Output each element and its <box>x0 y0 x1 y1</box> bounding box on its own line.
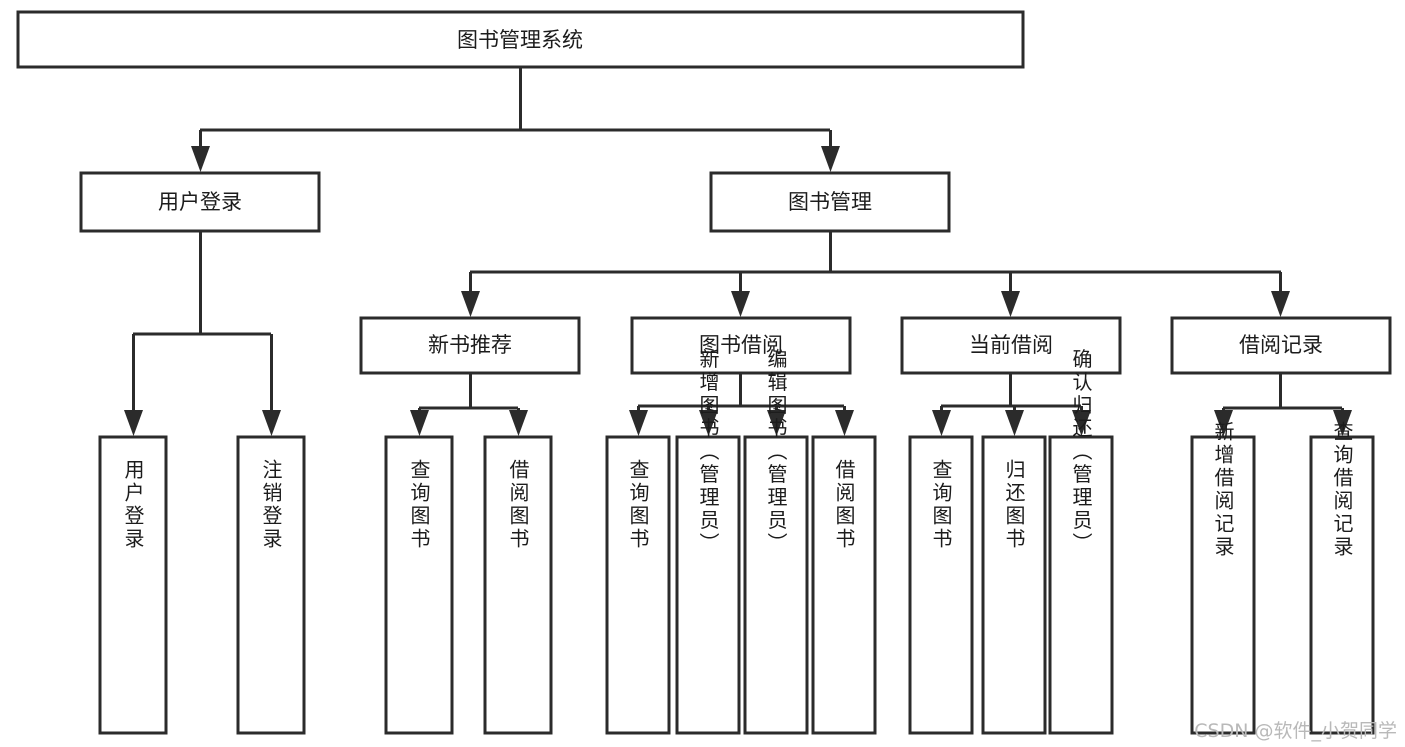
leaf-cb-confirm-return-admin[interactable]: 确认归还（管理员） <box>1048 348 1114 735</box>
node-user-login-box[interactable] <box>79 171 321 233</box>
leaf-bk-edit-book-admin-box[interactable] <box>743 435 809 735</box>
leaf-bk-borrow-book[interactable]: 借阅图书 <box>811 435 877 735</box>
leaf-cb-return-book[interactable]: 归还图书 <box>981 435 1047 735</box>
leaf-bk-add-book-admin-label: 新增图书（管理员） <box>696 348 720 555</box>
node-current-borrow-label: 当前借阅 <box>969 333 1053 357</box>
leaf-rec-add-record-box[interactable] <box>1190 435 1256 735</box>
arrowhead-cb-query <box>932 410 951 436</box>
leaf-nb-borrow-book-box[interactable] <box>483 435 553 735</box>
leaf-bk-query-book-box[interactable] <box>605 435 671 735</box>
node-new-book-recommend-box[interactable] <box>359 316 581 375</box>
leaf-bk-query-book-label: 查询图书 <box>626 459 650 551</box>
arrowhead-borrow <box>731 291 750 317</box>
node-current-borrow-box[interactable] <box>900 316 1122 375</box>
arrowhead-leaf-user-login <box>124 410 143 436</box>
leaf-bk-borrow-book-label: 借阅图书 <box>832 459 856 551</box>
node-book-management[interactable]: 图书管理 <box>709 171 951 233</box>
arrowhead-user-login <box>191 146 210 172</box>
leaf-nb-query-book[interactable]: 查询图书 <box>384 435 454 735</box>
arrowhead-bk-add <box>699 410 718 436</box>
node-new-book-recommend[interactable]: 新书推荐 <box>359 316 581 375</box>
leaf-cb-query-book-box[interactable] <box>908 435 974 735</box>
connector-layer <box>124 67 1352 436</box>
leaf-bk-edit-book-admin[interactable]: 编辑图书（管理员） <box>743 348 809 735</box>
node-current-borrow[interactable]: 当前借阅 <box>900 316 1122 375</box>
leaf-rec-query-record[interactable]: 查询借阅记录 <box>1309 421 1375 735</box>
leaf-nb-borrow-book-label: 借阅图书 <box>506 459 530 551</box>
node-root-label: 图书管理系统 <box>457 28 583 52</box>
node-root[interactable]: 图书管理系统 <box>16 10 1025 69</box>
arrowhead-book-mgmt <box>821 146 840 172</box>
arrowhead-rec-query <box>1333 410 1352 436</box>
arrowhead-new-book <box>461 291 480 317</box>
leaf-rec-query-record-label: 查询借阅记录 <box>1330 421 1354 559</box>
leaf-cb-query-book-label: 查询图书 <box>929 459 953 551</box>
node-user-login-label: 用户登录 <box>158 190 242 214</box>
leaf-logout-label: 注销登录 <box>259 459 283 551</box>
node-book-management-label: 图书管理 <box>788 190 872 214</box>
leaf-user-login-label: 用户登录 <box>121 459 145 551</box>
arrowhead-bk-edit <box>767 410 786 436</box>
arrowhead-nb-borrow <box>509 410 528 436</box>
leaf-cb-query-book[interactable]: 查询图书 <box>908 435 974 735</box>
arrowhead-cb-confirm <box>1072 410 1091 436</box>
arrowhead-bk-query <box>629 410 648 436</box>
leaf-bk-query-book[interactable]: 查询图书 <box>605 435 671 735</box>
node-user-login[interactable]: 用户登录 <box>79 171 321 233</box>
leaf-cb-confirm-return-admin-box[interactable] <box>1048 435 1114 735</box>
node-book-management-box[interactable] <box>709 171 951 233</box>
leaf-bk-edit-book-admin-label: 编辑图书（管理员） <box>764 348 788 555</box>
arrowhead-nb-query <box>410 410 429 436</box>
node-book-borrow[interactable]: 图书借阅 <box>630 316 852 375</box>
leaf-cb-return-book-label: 归还图书 <box>1002 459 1026 551</box>
node-borrow-record-label: 借阅记录 <box>1239 333 1323 357</box>
leaf-cb-confirm-return-admin-label: 确认归还（管理员） <box>1069 348 1093 555</box>
leaf-rec-add-record[interactable]: 新增借阅记录 <box>1190 421 1256 735</box>
arrowhead-current-borrow <box>1001 291 1020 317</box>
node-book-borrow-label: 图书借阅 <box>699 333 783 357</box>
node-root-box[interactable] <box>16 10 1025 69</box>
leaf-rec-query-record-box[interactable] <box>1309 435 1375 735</box>
leaf-user-login[interactable]: 用户登录 <box>98 435 168 735</box>
arrowhead-borrow-record <box>1271 291 1290 317</box>
leaf-nb-query-book-box[interactable] <box>384 435 454 735</box>
leaf-bk-add-book-admin-box[interactable] <box>675 435 741 735</box>
arrowhead-bk-borrow <box>835 410 854 436</box>
leaf-nb-borrow-book[interactable]: 借阅图书 <box>483 435 553 735</box>
arrowhead-cb-return <box>1005 410 1024 436</box>
arrowhead-rec-add <box>1214 410 1233 436</box>
leaf-logout-box[interactable] <box>236 435 306 735</box>
leaf-user-login-box[interactable] <box>98 435 168 735</box>
leaf-rec-add-record-label: 新增借阅记录 <box>1211 421 1235 559</box>
arrowhead-leaf-logout <box>262 410 281 436</box>
leaf-cb-return-book-box[interactable] <box>981 435 1047 735</box>
leaf-bk-add-book-admin[interactable]: 新增图书（管理员） <box>675 348 741 735</box>
leaf-bk-borrow-book-box[interactable] <box>811 435 877 735</box>
leaf-logout[interactable]: 注销登录 <box>236 435 306 735</box>
leaf-nb-query-book-label: 查询图书 <box>407 459 431 551</box>
node-book-borrow-box[interactable] <box>630 316 852 375</box>
node-borrow-record-box[interactable] <box>1170 316 1392 375</box>
node-borrow-record[interactable]: 借阅记录 <box>1170 316 1392 375</box>
node-new-book-recommend-label: 新书推荐 <box>428 333 512 357</box>
